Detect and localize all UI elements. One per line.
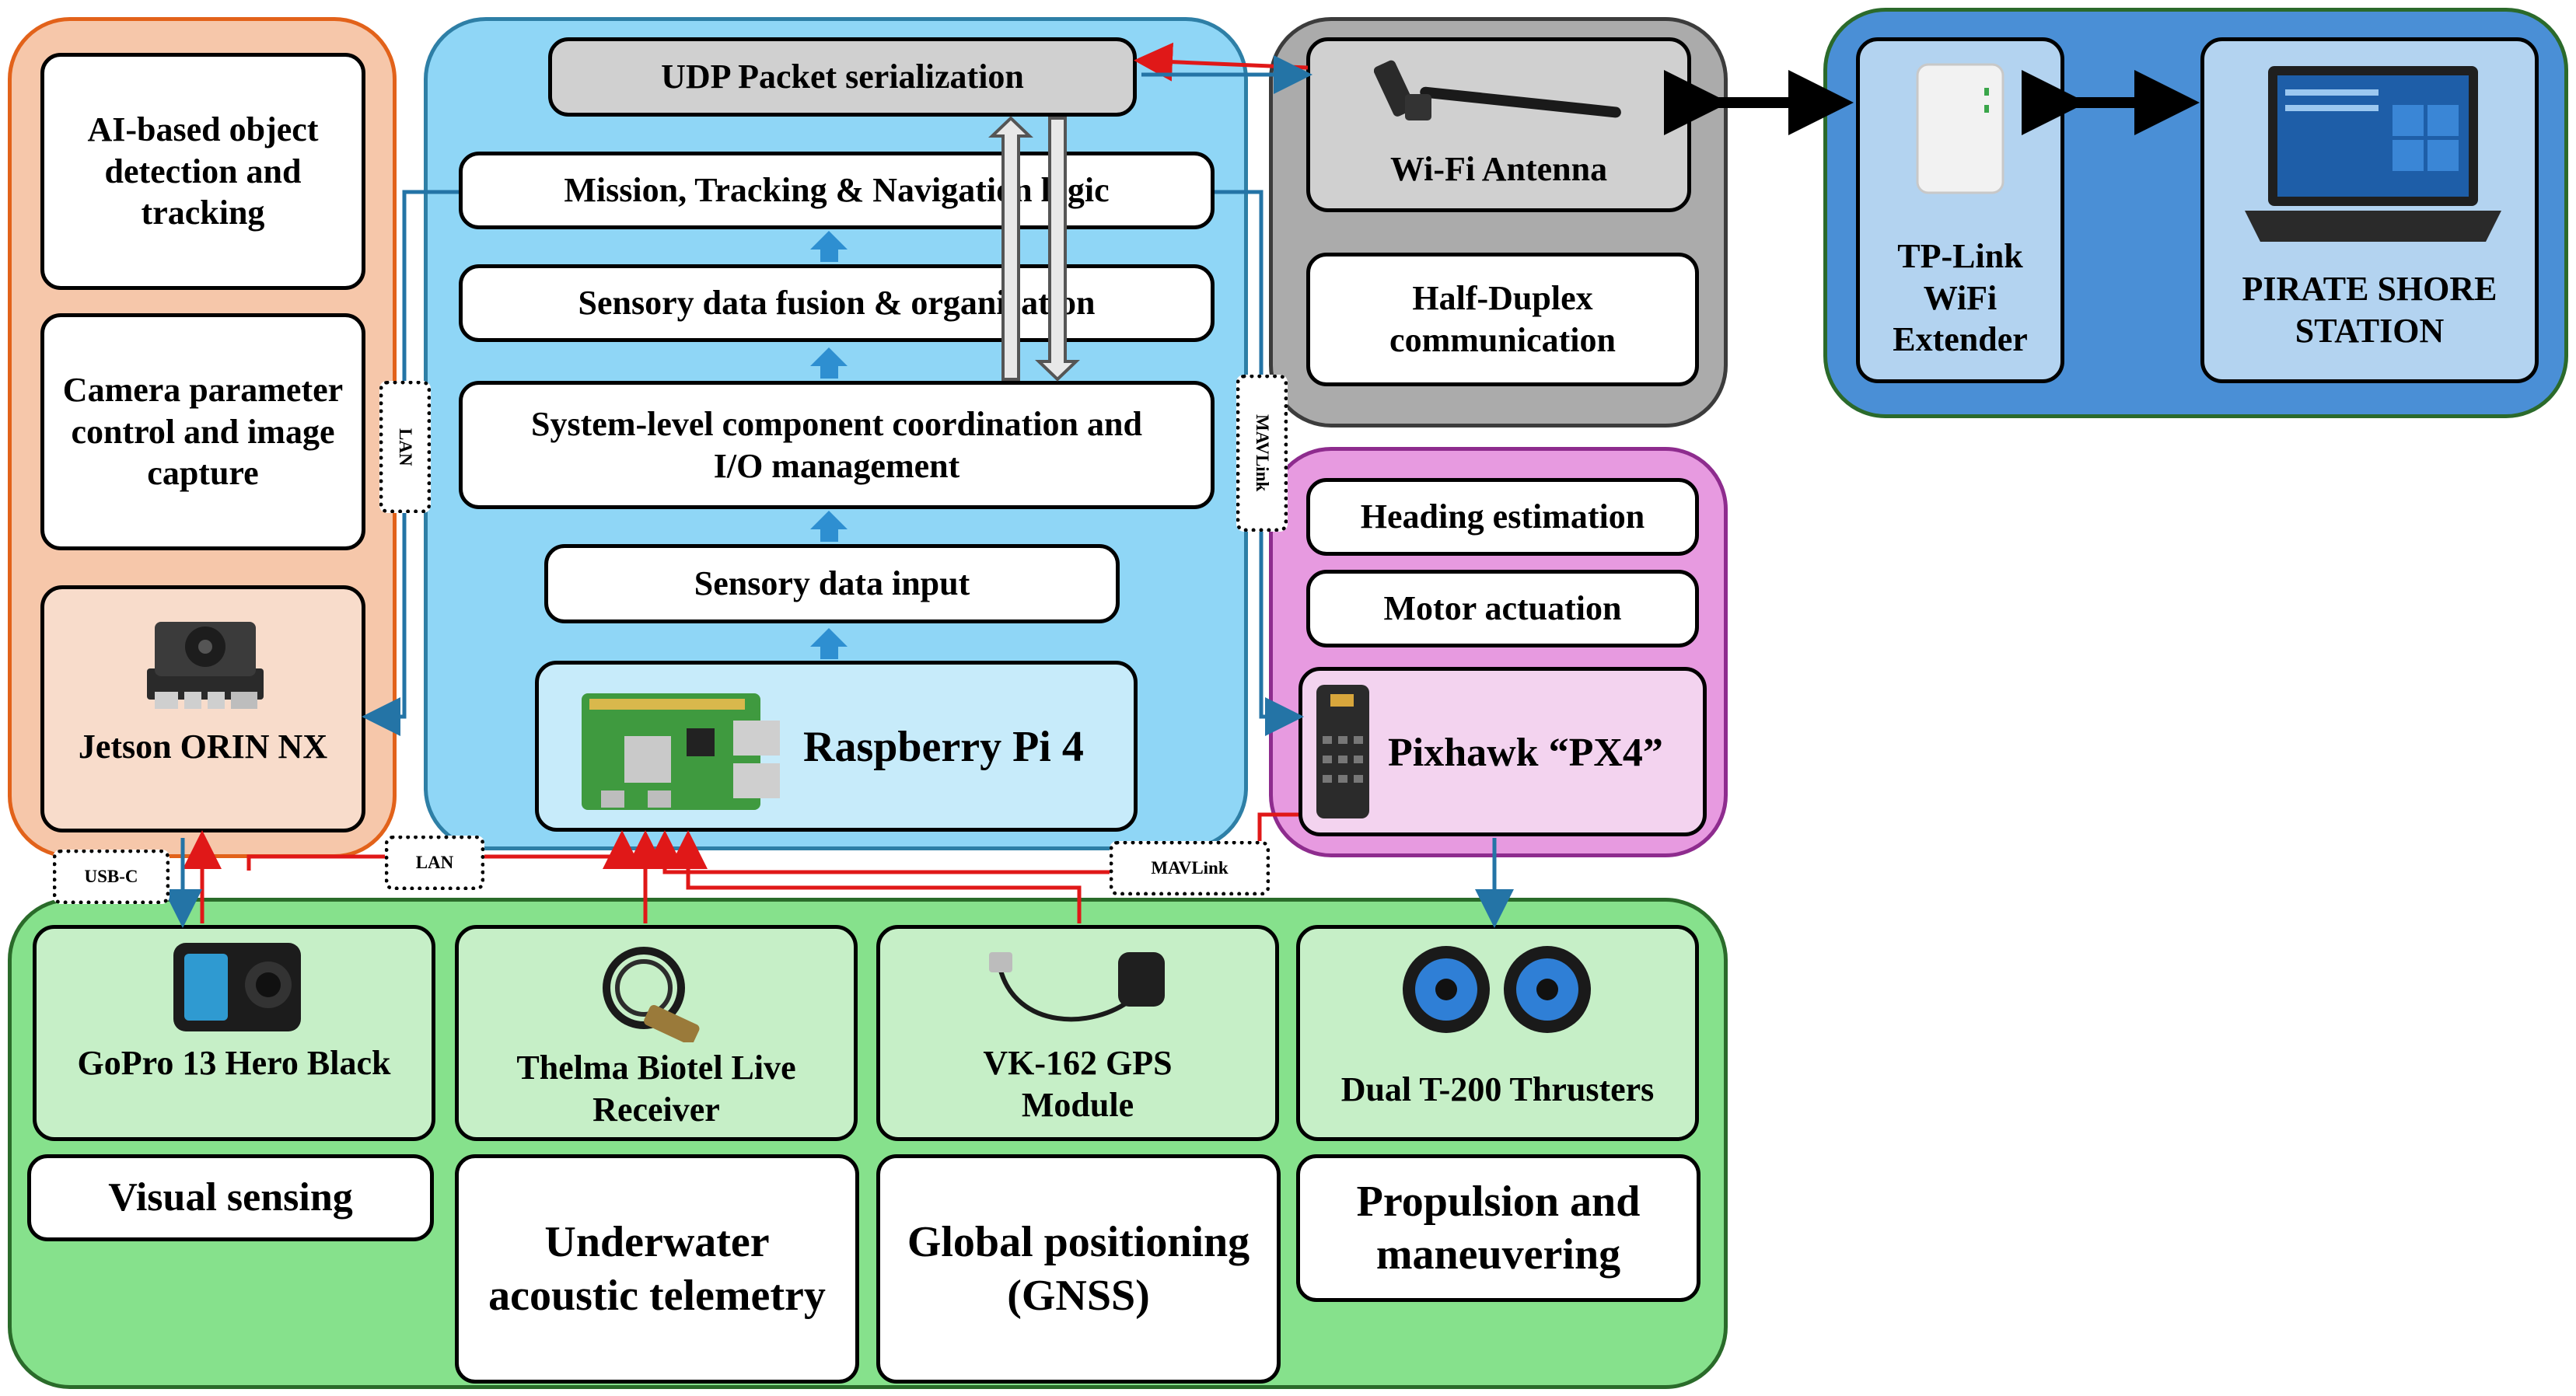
- thelma-receiver-box: Thelma Biotel Live Receiver: [455, 925, 858, 1141]
- half-duplex-box: Half-Duplex communication: [1306, 253, 1699, 386]
- global-positioning-box: Global positioning (GNSS): [876, 1154, 1281, 1384]
- mavlink-vertical-tag: MAVLink: [1236, 375, 1288, 532]
- thrusters-box: Dual T-200 Thrusters: [1296, 925, 1699, 1141]
- gps-module-box: VK-162 GPS Module: [876, 925, 1279, 1141]
- thrusters-label: Dual T-200 Thrusters: [1340, 1070, 1655, 1108]
- object-detection-box: AI-based object detection and tracking: [40, 53, 365, 290]
- lan-bottom-tag: LAN: [385, 836, 484, 890]
- pixhawk-device-box: Pixhawk “PX4”: [1298, 667, 1707, 836]
- gps-module-label: VK-162 GPS Module: [983, 1044, 1173, 1124]
- laptop-icon: [2245, 66, 2501, 242]
- pi-internal-arrows: [810, 231, 848, 659]
- visual-sensing-box: Visual sensing: [27, 1154, 434, 1241]
- raspberry-pi-device-box: Raspberry Pi 4: [535, 661, 1138, 832]
- camera-control-label: Camera parameter control and image captu…: [62, 370, 344, 493]
- jetson-device-label: Jetson ORIN NX: [78, 728, 328, 766]
- shore-station-box: PIRATE SHORE STATION: [2200, 37, 2539, 383]
- sensory-input-box: Sensory data input: [544, 544, 1120, 623]
- camera-control-box: Camera parameter control and image captu…: [40, 313, 365, 550]
- object-detection-label: AI-based object detection and tracking: [87, 110, 319, 232]
- propulsion-label: Propulsion and maneuvering: [1356, 1177, 1641, 1279]
- motor-actuation-box: Motor actuation: [1306, 570, 1699, 647]
- shore-station-label: PIRATE SHORE STATION: [2242, 270, 2497, 350]
- usb-c-tag: USB-C: [53, 850, 170, 904]
- tp-link-extender-label: TP-Link WiFi Extender: [1893, 237, 2028, 359]
- udp-serialization-label: UDP Packet serialization: [661, 58, 1024, 96]
- gopro-device-label: GoPro 13 Hero Black: [77, 1044, 391, 1082]
- wifi-antenna-label: Wi-Fi Antenna: [1389, 150, 1608, 188]
- antenna-icon: [1374, 60, 1621, 120]
- propulsion-box: Propulsion and maneuvering: [1296, 1154, 1700, 1302]
- router-icon: [1916, 63, 2005, 194]
- heading-estimation-box: Heading estimation: [1306, 478, 1699, 556]
- pixhawk-device-label: Pixhawk “PX4”: [1388, 731, 1663, 775]
- heading-estimation-label: Heading estimation: [1360, 497, 1645, 536]
- hydrophone-receiver-icon: [603, 947, 700, 1042]
- mavlink-bottom-tag: MAVLink: [1110, 841, 1270, 895]
- raspberry-pi-device-label: Raspberry Pi 4: [803, 723, 1084, 771]
- motor-actuation-label: Motor actuation: [1383, 589, 1622, 628]
- wifi-antenna-box: Wi-Fi Antenna: [1306, 37, 1691, 212]
- component-coordination-label: System-level component coordination and …: [531, 404, 1142, 485]
- sensor-blue-links: [163, 838, 1514, 928]
- lan-vertical-tag: LAN: [379, 381, 431, 513]
- thelma-receiver-label: Thelma Biotel Live Receiver: [516, 1049, 796, 1129]
- gopro-device-box: GoPro 13 Hero Black: [33, 925, 435, 1141]
- sensory-input-label: Sensory data input: [694, 564, 970, 603]
- thruster-icon: [1403, 946, 1591, 1033]
- gps-module-icon: [989, 952, 1165, 1022]
- gopro-camera-icon: [173, 943, 301, 1031]
- half-duplex-label: Half-Duplex communication: [1389, 279, 1616, 359]
- acoustic-telemetry-label: Underwater acoustic telemetry: [488, 1218, 826, 1320]
- visual-sensing-label: Visual sensing: [108, 1175, 353, 1220]
- component-coordination-box: System-level component coordination and …: [459, 381, 1215, 509]
- udp-wifi-links: [1134, 42, 1312, 94]
- global-positioning-label: Global positioning (GNSS): [907, 1218, 1250, 1320]
- raspberry-pi-board-icon: [582, 693, 780, 810]
- jetson-module-icon: [147, 622, 264, 709]
- udp-coordination-arrows: [988, 116, 1080, 382]
- acoustic-telemetry-box: Underwater acoustic telemetry: [455, 1154, 859, 1384]
- pixhawk-controller-icon: [1316, 685, 1369, 818]
